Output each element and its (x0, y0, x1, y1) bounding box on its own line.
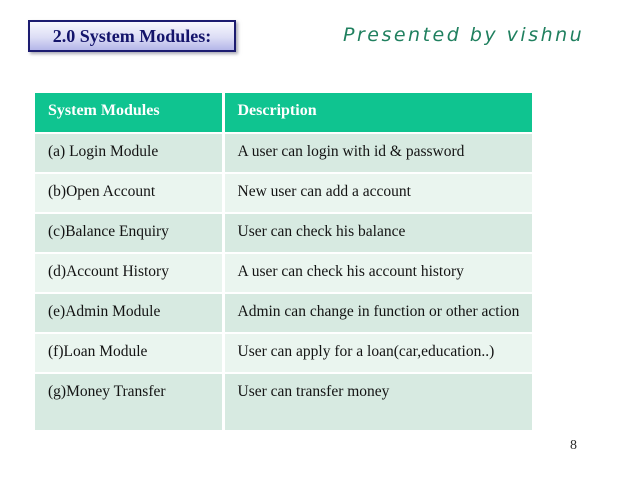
module-cell: (g)Money Transfer (35, 373, 225, 432)
header-system-modules: System Modules (35, 93, 225, 134)
table-row: (d)Account History A user can check his … (35, 253, 532, 294)
module-cell: (b)Open Account (35, 173, 225, 214)
table-row: (f)Loan Module User can apply for a loan… (35, 333, 532, 374)
module-cell: (c)Balance Enquiry (35, 213, 225, 254)
presented-by-text: Presented by vishnu (343, 24, 585, 46)
module-cell: (a) Login Module (35, 133, 225, 174)
modules-table-body: (a) Login Module A user can login with i… (35, 133, 532, 432)
table-row: (g)Money Transfer User can transfer mone… (35, 373, 532, 432)
slide-title-box: 2.0 System Modules: (28, 20, 236, 52)
description-cell: User can transfer money (223, 373, 532, 432)
table-header: System Modules Description (35, 93, 532, 134)
module-cell: (f)Loan Module (35, 333, 225, 374)
table-row: (e)Admin Module Admin can change in func… (35, 293, 532, 334)
description-cell: Admin can change in function or other ac… (223, 293, 532, 334)
description-cell: A user can login with id & password (223, 133, 532, 174)
description-cell: User can check his balance (223, 213, 532, 254)
module-cell: (e)Admin Module (35, 293, 225, 334)
table-header-row: System Modules Description (35, 93, 532, 134)
description-cell: User can apply for a loan(car,education.… (223, 333, 532, 374)
header-description: Description (223, 93, 532, 134)
slide-title: 2.0 System Modules: (52, 25, 212, 46)
system-modules-table: System Modules Description (a) Login Mod… (35, 93, 532, 432)
table-row: (b)Open Account New user can add a accou… (35, 173, 532, 214)
description-cell: A user can check his account history (223, 253, 532, 294)
table-row: (a) Login Module A user can login with i… (35, 133, 532, 174)
page-number: 8 (570, 438, 577, 453)
description-cell: New user can add a account (223, 173, 532, 214)
module-cell: (d)Account History (35, 253, 225, 294)
table-row: (c)Balance Enquiry User can check his ba… (35, 213, 532, 254)
